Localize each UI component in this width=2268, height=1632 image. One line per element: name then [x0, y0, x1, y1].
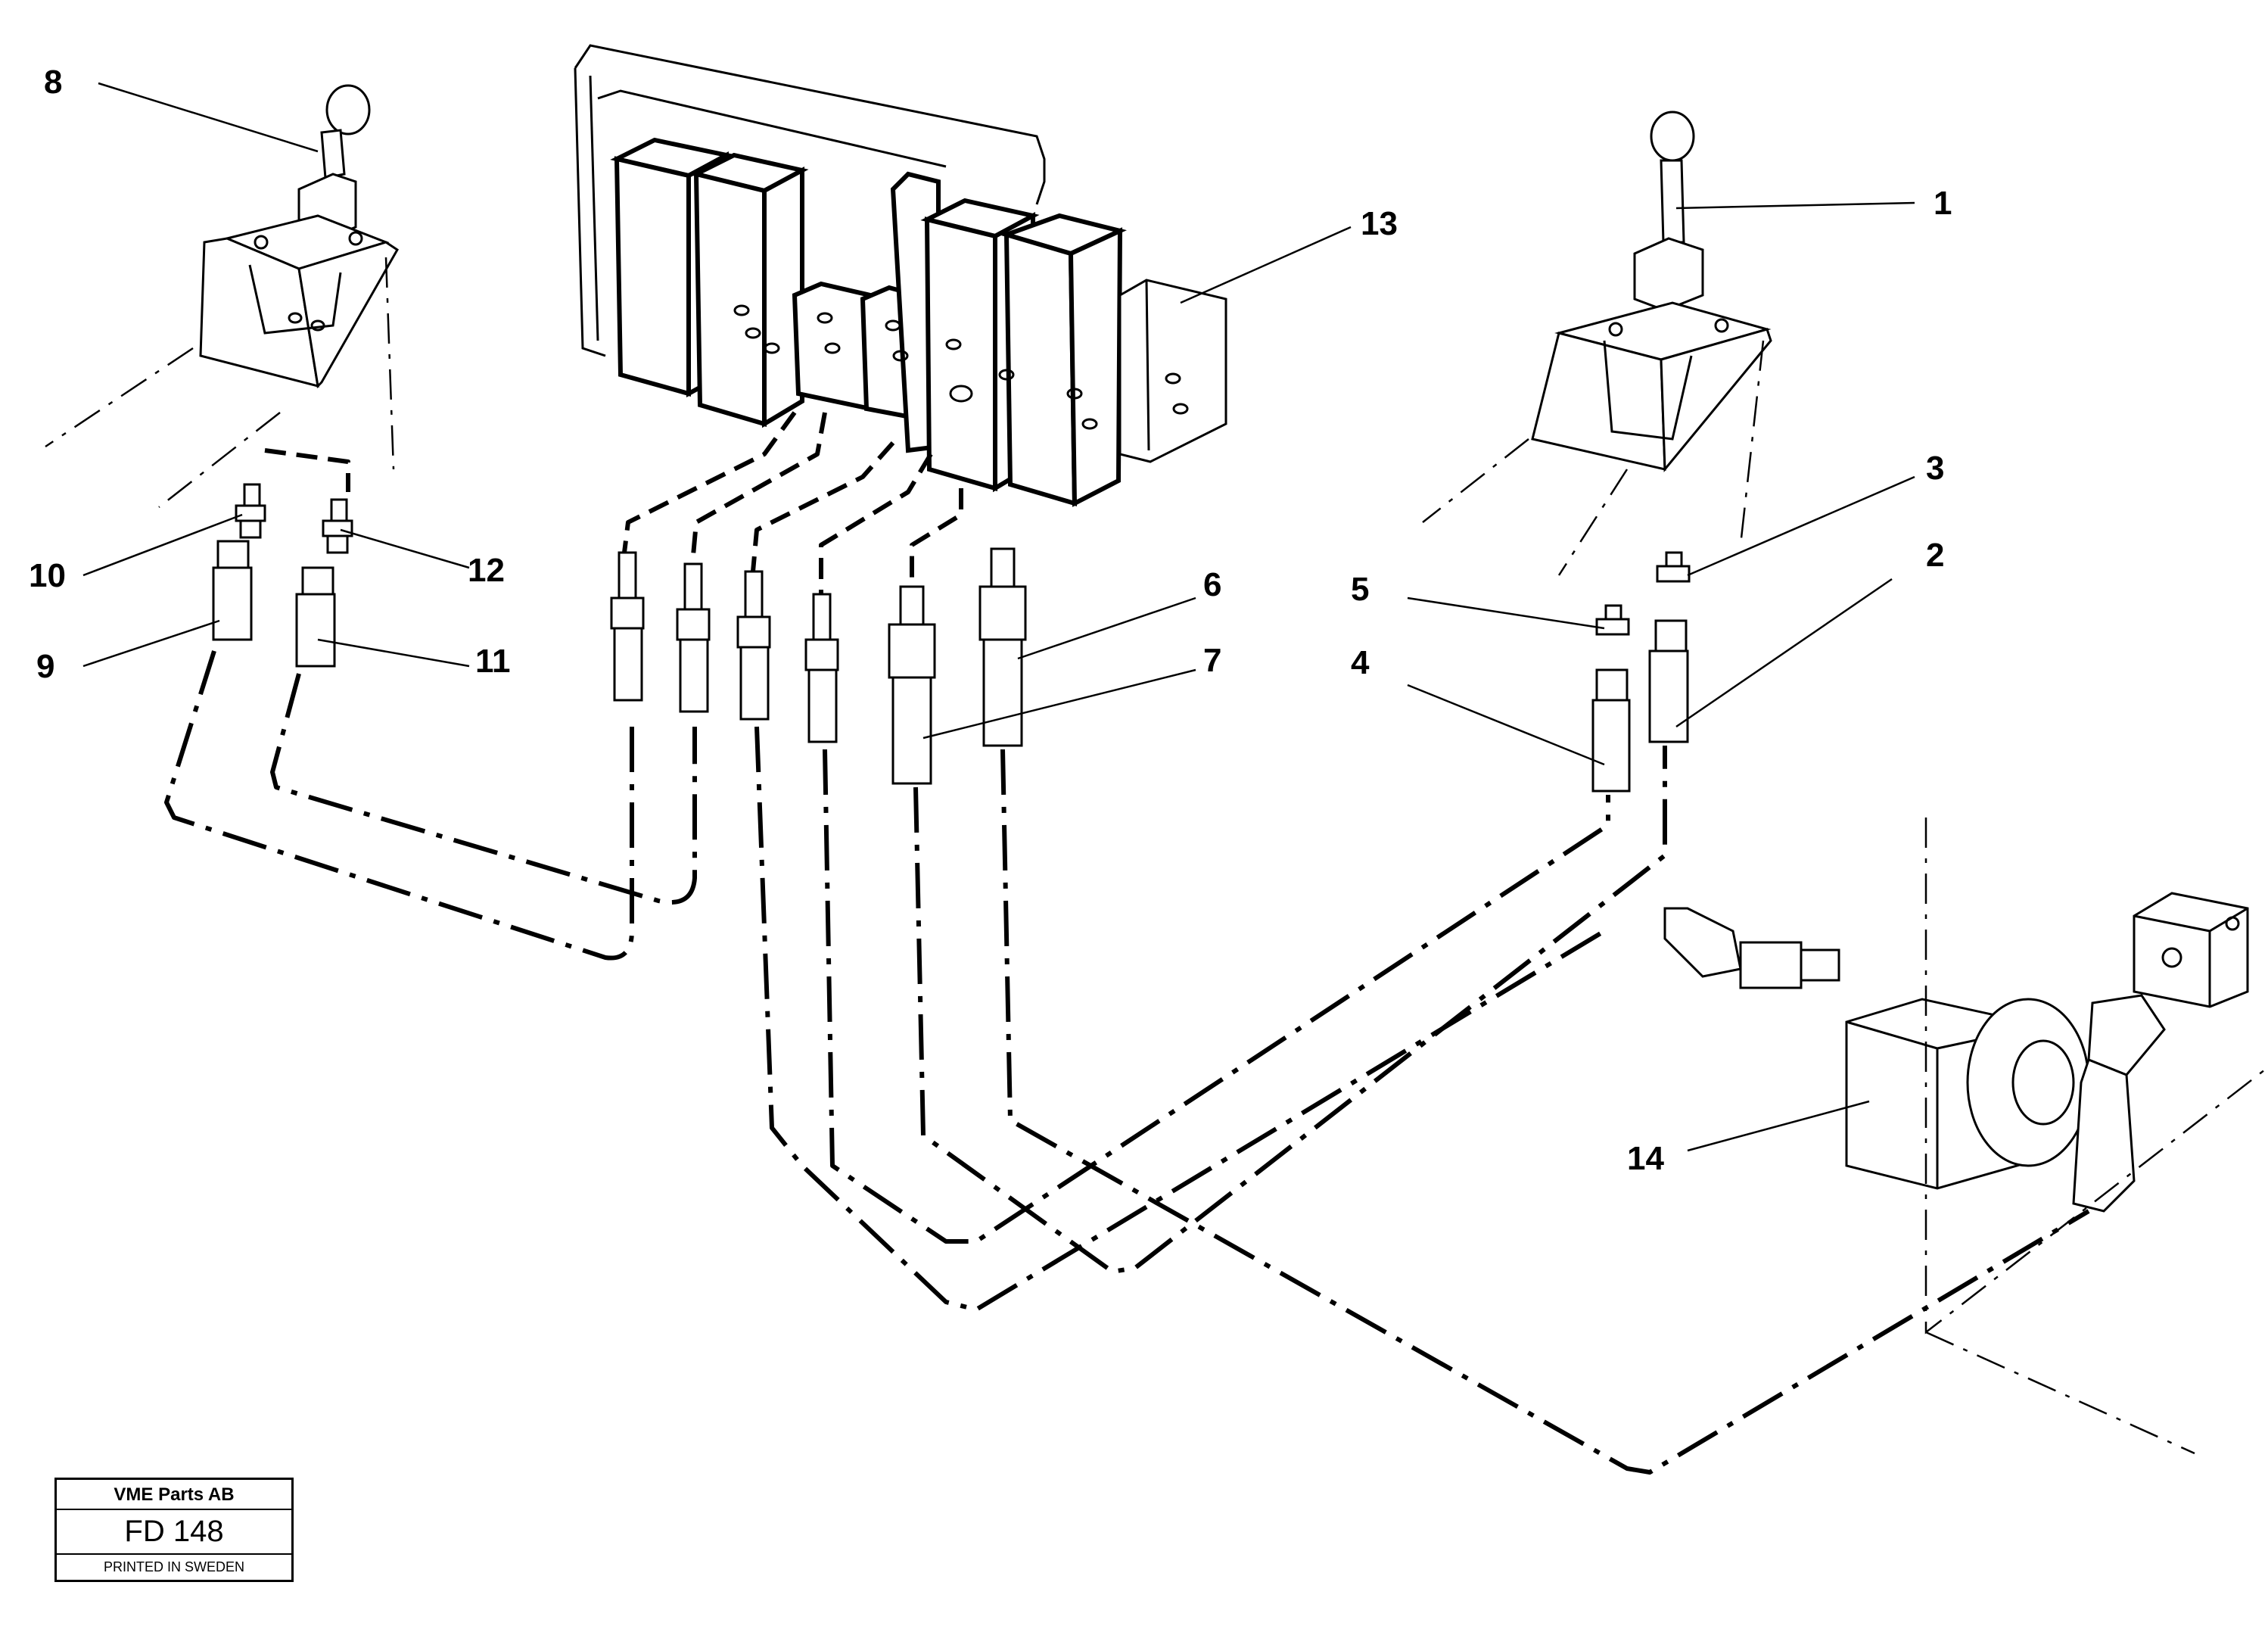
stamp-printed: PRINTED IN SWEDEN [103, 1559, 244, 1574]
callout-3: 3 [1926, 450, 1944, 487]
callout-9: 9 [36, 648, 54, 685]
title-stamp: VME Parts AB FD 148 PRINTED IN SWEDEN [54, 1478, 294, 1582]
callout-5: 5 [1351, 571, 1369, 608]
stamp-company: VME Parts AB [57, 1480, 291, 1510]
right-joystick [1422, 111, 1772, 576]
callout-4: 4 [1351, 644, 1370, 681]
callout-14: 14 [1627, 1140, 1664, 1177]
hoses [164, 411, 2090, 1475]
callout-13: 13 [1361, 205, 1398, 242]
callout-numbers: 1 2 3 4 5 6 7 8 9 10 11 12 13 14 [29, 64, 1952, 1177]
callout-12: 12 [468, 552, 505, 589]
callout-8: 8 [44, 64, 62, 101]
callout-7: 7 [1203, 642, 1221, 679]
callout-1: 1 [1934, 185, 1952, 222]
stamp-code: FD 148 [57, 1510, 291, 1555]
left-joystick [45, 84, 399, 508]
fittings [212, 483, 1691, 793]
callout-10: 10 [29, 557, 66, 594]
callout-6: 6 [1203, 566, 1221, 603]
callout-2: 2 [1926, 537, 1944, 574]
callout-11: 11 [475, 643, 511, 680]
pressure-unit [1663, 818, 2268, 1455]
valve-block-assembly [574, 44, 1227, 507]
leader-lines [82, 82, 1915, 1152]
